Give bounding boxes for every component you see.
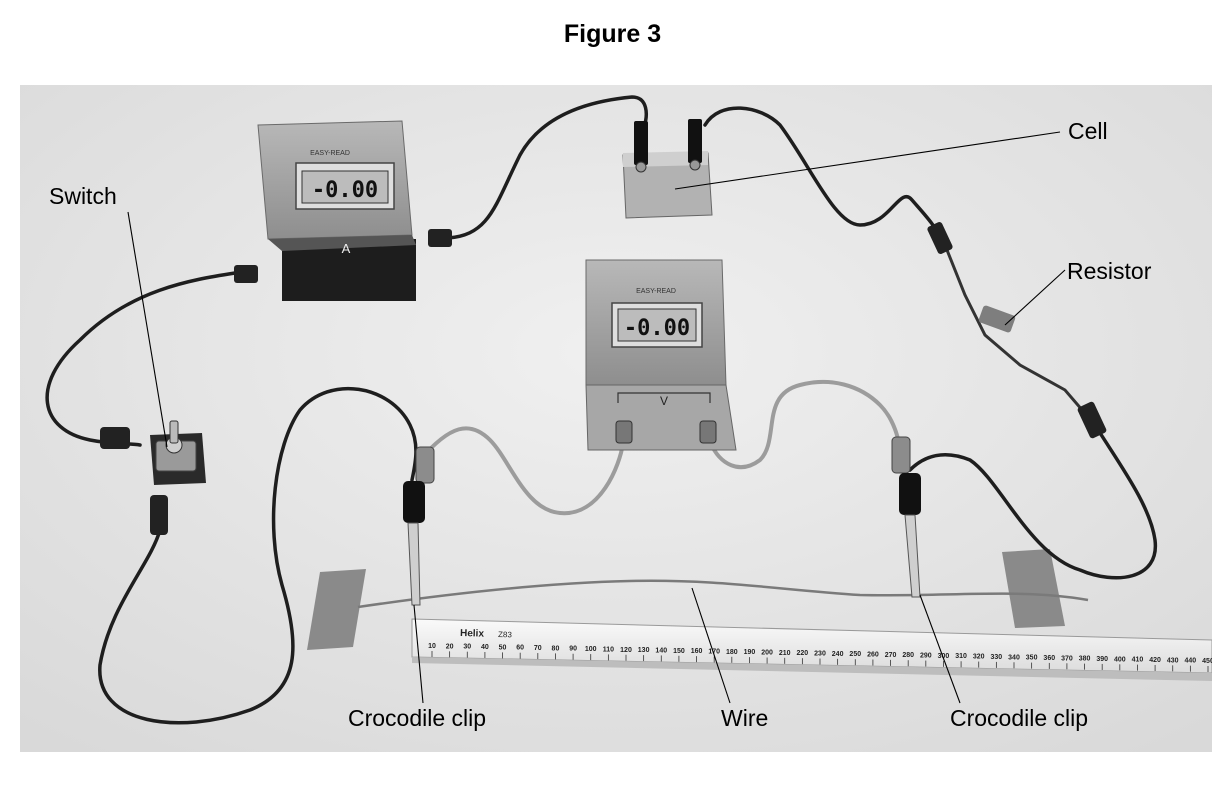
ruler-tick-label: 140 xyxy=(655,647,667,654)
ruler-tick-label: 380 xyxy=(1079,656,1091,663)
ruler-tick-label: 110 xyxy=(603,646,614,653)
voltmeter-unit: V xyxy=(660,394,668,408)
pointer-clip-left xyxy=(413,604,424,704)
pointer-resistor xyxy=(1004,269,1066,326)
ruler-tick-label: 20 xyxy=(446,643,454,650)
label-crocodile-clip-right: Crocodile clip xyxy=(950,705,1089,731)
ruler-tick-label: 60 xyxy=(516,645,524,652)
label-switch: Switch xyxy=(49,183,117,209)
ruler-tick-label: 30 xyxy=(463,644,471,651)
ruler-tick-label: 440 xyxy=(1185,658,1197,665)
ruler-tick-label: 210 xyxy=(779,650,791,657)
ruler-tick-label: 410 xyxy=(1132,657,1144,664)
svg-text:Z83: Z83 xyxy=(498,630,513,639)
voltmeter-brand: EASY-READ xyxy=(636,288,676,295)
ruler-tick-label: 230 xyxy=(814,651,826,658)
ruler-tick-label: 130 xyxy=(638,647,650,654)
ammeter-brand: EASY-READ xyxy=(310,150,350,157)
ruler-tick-label: 150 xyxy=(673,648,685,655)
ammeter-unit: A xyxy=(342,241,351,256)
tape-right xyxy=(1002,549,1065,628)
ruler-tick-label: 120 xyxy=(620,647,632,654)
ruler-tick-label: 220 xyxy=(797,650,809,657)
ruler-tick-label: 10 xyxy=(428,643,436,650)
label-crocodile-clip-left: Crocodile clip xyxy=(348,705,487,731)
crocodile-clip-left xyxy=(403,446,435,606)
ruler-tick-label: 50 xyxy=(499,644,507,651)
ruler-tick-label: 450 xyxy=(1202,658,1212,665)
figure-title: Figure 3 xyxy=(563,20,662,48)
ruler-tick-label: 170 xyxy=(708,648,720,655)
resistance-wire xyxy=(357,579,1089,609)
voltmeter-display: -0.00 xyxy=(624,316,690,341)
ruler-tick-label: 340 xyxy=(1008,654,1020,661)
ruler-tick-label: 300 xyxy=(938,653,950,660)
ruler-tick-label: 390 xyxy=(1096,656,1108,663)
ruler-tick-label: 360 xyxy=(1043,655,1055,662)
resistor-assembly xyxy=(927,222,1107,439)
ruler-tick-label: 70 xyxy=(534,645,542,652)
ruler-tick-label: 400 xyxy=(1114,656,1126,663)
metre-ruler: Helix Z83 10 20 30 40 50 60 70 80 90 100 110 120 130… xyxy=(411,618,1212,681)
ruler-tick-label: 90 xyxy=(569,646,577,653)
circuit-photo: Helix Z83 10 20 30 40 50 60 70 80 90 100 110 120 130… xyxy=(20,85,1212,752)
ruler-tick-label: 320 xyxy=(973,654,985,661)
ruler-tick-label: 40 xyxy=(481,644,489,651)
ammeter: -0.00 EASY-READ A xyxy=(234,120,452,301)
ruler-tick-label: 200 xyxy=(761,649,773,656)
pointer-cell xyxy=(674,131,1061,190)
tape-left xyxy=(307,569,366,650)
switch xyxy=(100,420,206,535)
ruler-tick-label: 250 xyxy=(849,651,861,658)
ruler-tick-label: 240 xyxy=(832,651,844,658)
crocodile-clip-right xyxy=(891,436,921,598)
ruler-tick-label: 270 xyxy=(885,652,897,659)
ruler-tick-label: 260 xyxy=(867,652,879,659)
ruler-tick-label: 190 xyxy=(744,649,756,656)
ruler-tick-label: 310 xyxy=(955,653,967,660)
ruler-tick-label: 290 xyxy=(920,653,932,660)
ammeter-display: -0.00 xyxy=(312,178,378,203)
cell xyxy=(622,119,713,219)
ruler-tick-label: 80 xyxy=(552,645,560,652)
ruler-tick-label: 330 xyxy=(991,654,1003,661)
ruler-tick-label: 350 xyxy=(1026,655,1038,662)
ruler-tick-label: 430 xyxy=(1167,657,1179,664)
label-cell: Cell xyxy=(1068,118,1108,144)
pointer-wire xyxy=(691,587,731,704)
ruler-tick-label: 420 xyxy=(1149,657,1161,664)
label-resistor: Resistor xyxy=(1067,258,1152,284)
ruler-tick-label: 100 xyxy=(585,646,597,653)
pointer-switch xyxy=(127,211,168,448)
voltmeter: -0.00 EASY-READ V xyxy=(585,259,737,451)
ruler-tick-labels: 10 20 30 40 50 60 70 80 90 100 110 120 130 140 150 160 1… xyxy=(428,643,1212,672)
ruler-tick-label: 280 xyxy=(902,652,914,659)
ruler-tick-label: 160 xyxy=(691,648,703,655)
label-wire: Wire xyxy=(721,705,769,731)
ruler-brand: Helix xyxy=(460,628,485,640)
pointer-clip-right xyxy=(919,594,961,704)
ruler-tick-label: 180 xyxy=(726,649,738,656)
ruler-tick-label: 370 xyxy=(1061,655,1073,662)
